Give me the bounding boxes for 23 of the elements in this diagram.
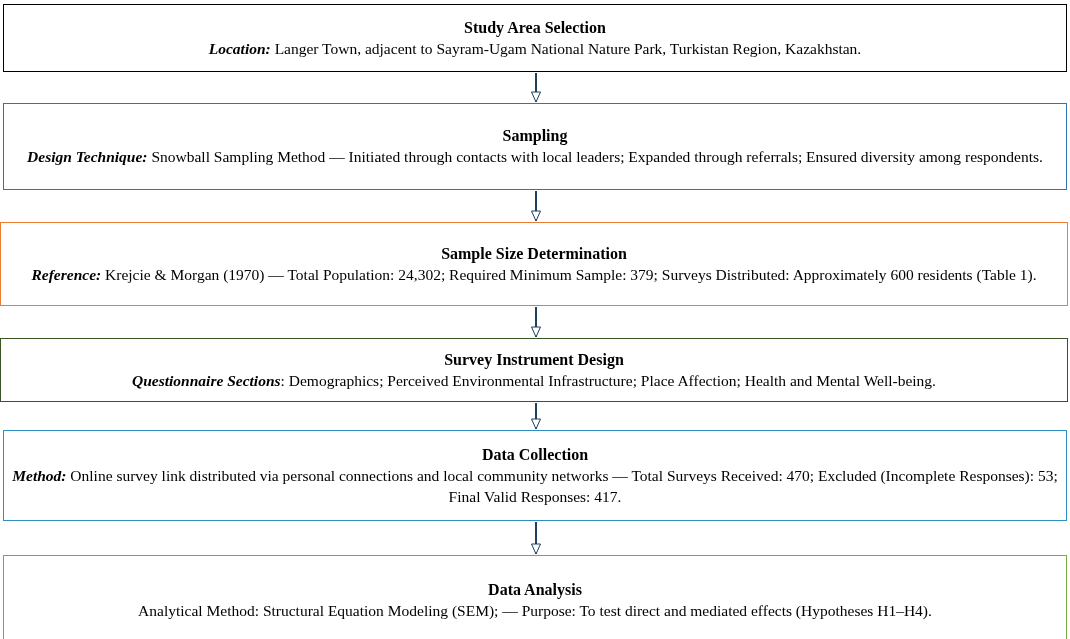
process-box [3, 103, 1067, 190]
step-title: Data Collection [480, 444, 590, 465]
process-box [3, 4, 1067, 72]
step-title: Sampling [501, 126, 569, 146]
step-title: Study Area Selection [463, 17, 607, 38]
down-arrow [531, 190, 541, 222]
process-box [3, 555, 1067, 639]
process-box [0, 338, 1068, 402]
step-description: Design Technique: Snowball Sampling Method — Initiated through contacts with local leaders; Expanded through referrals; Ensured diversity among respondents. [26, 147, 1044, 167]
down-arrow [531, 521, 541, 555]
step-description: Reference: Krejcie & Morgan (1970) — Total Population: 24,302; Required Minimum Sample: 379; Surveys Distributed: Approximately 600 residents (Table 1). [30, 264, 1038, 285]
down-arrow [531, 72, 541, 103]
step-title: Sample Size Determination [440, 243, 628, 264]
step-title: Survey Instrument Design [443, 349, 625, 370]
process-box [0, 222, 1068, 306]
step-title: Data Analysis [487, 579, 583, 600]
step-description: Questionnaire Sections: Demographics; Perceived Environmental Infrastructure; Place Affection; Health and Mental Well-being. [131, 370, 937, 391]
step-description: Analytical Method: Structural Equation Modeling (SEM); — Purpose: To test direct and mediated effects (Hypotheses H1–H4). [137, 600, 933, 621]
down-arrow [531, 402, 541, 430]
step-description: Method: Online survey link distributed via personal connections and local community networks — Total Surveys Received: 470; Excluded (Incomplete Responses): 53; Final Valid Responses: 417. [11, 465, 1059, 507]
step-description: Location: Langer Town, adjacent to Sayram-Ugam National Nature Park, Turkistan Region, Kazakhstan. [207, 38, 863, 59]
process-box [3, 430, 1067, 521]
down-arrow [531, 306, 541, 338]
